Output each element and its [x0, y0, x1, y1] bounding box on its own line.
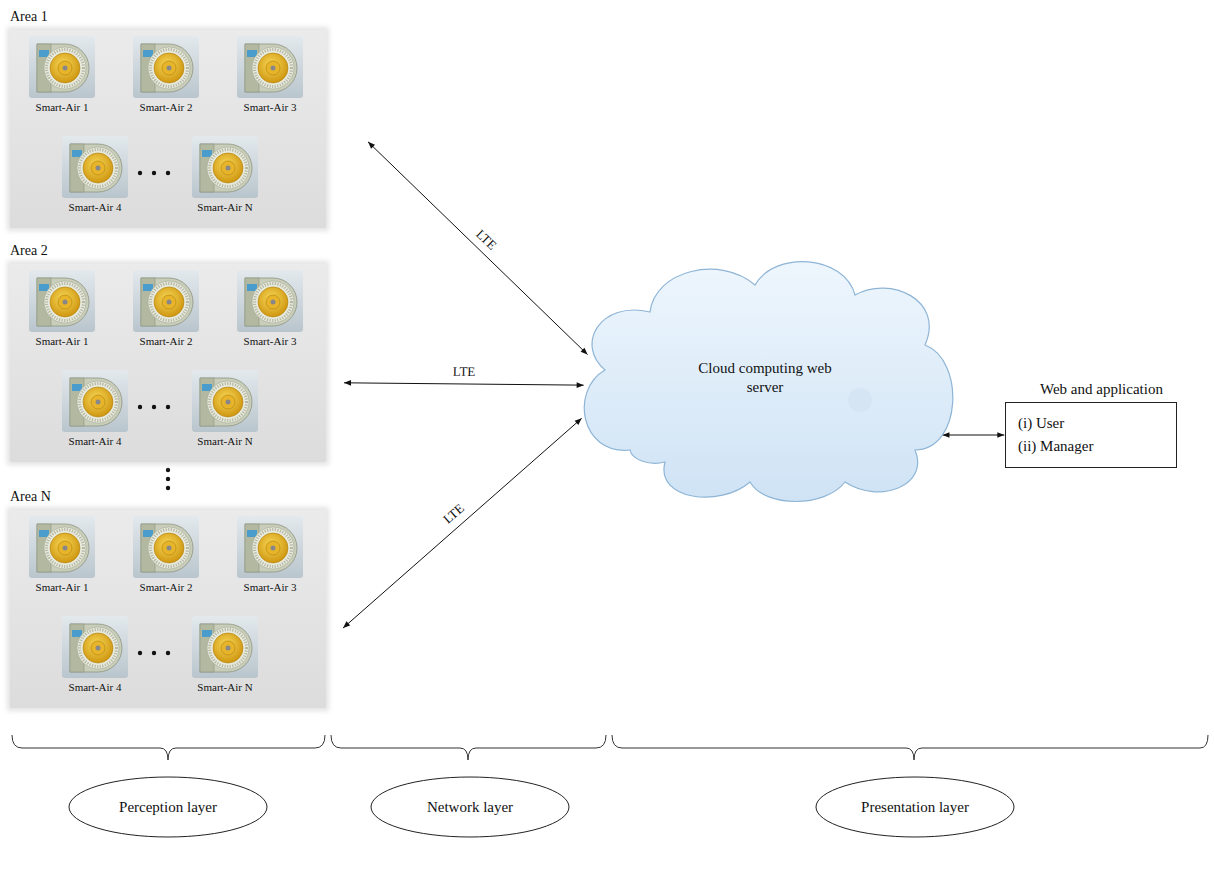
air-purifier-icon — [29, 36, 95, 98]
link-label: LTE — [451, 365, 478, 380]
smart-air-device: Smart-Air 1 — [22, 270, 102, 358]
device-label: Smart-Air N — [185, 681, 265, 693]
area-heading: Area 1 — [10, 9, 48, 25]
smart-air-device: Smart-Air 3 — [230, 270, 310, 358]
horizontal-ellipsis — [134, 168, 174, 178]
air-purifier-icon — [192, 136, 258, 198]
area-panel: Smart-Air 1 Smart-Air 2 Smart-Air 3 Smart-A… — [10, 264, 326, 462]
air-purifier-icon — [237, 36, 303, 98]
layer-label: Perception layer — [119, 798, 217, 816]
device-label: Smart-Air N — [185, 435, 265, 447]
vertical-ellipsis — [166, 468, 170, 490]
air-purifier-icon — [133, 516, 199, 578]
list-item: (ii) Manager — [1018, 435, 1164, 458]
horizontal-ellipsis — [134, 648, 174, 658]
air-purifier-icon — [192, 616, 258, 678]
device-label: Smart-Air 1 — [22, 101, 102, 113]
cloud-server: Cloud computing web server — [570, 250, 960, 505]
link-arrow — [368, 142, 588, 355]
link-label: LTE — [472, 225, 501, 254]
cloud-outline — [570, 250, 960, 505]
link-arrow — [343, 418, 582, 628]
device-label: Smart-Air 2 — [126, 335, 206, 347]
smart-air-device: Smart-Air 1 — [22, 36, 102, 124]
smart-air-device: Smart-Air 2 — [126, 36, 206, 124]
server-label: Cloud computing web server — [690, 359, 840, 397]
area-panel: Smart-Air 1 Smart-Air 2 Smart-Air 3 Smart-A… — [10, 510, 326, 708]
device-label: Smart-Air 3 — [230, 101, 310, 113]
smart-air-device: Smart-Air 3 — [230, 36, 310, 124]
area-heading: Area 2 — [10, 243, 48, 259]
smart-air-device: Smart-Air 4 — [55, 136, 135, 224]
air-purifier-icon — [133, 36, 199, 98]
smart-air-device: Smart-Air 3 — [230, 516, 310, 604]
application-box: Web and application(i) User(ii) Manager — [1005, 402, 1177, 468]
device-label: Smart-Air 4 — [55, 435, 135, 447]
list-item: (i) User — [1018, 412, 1164, 435]
layer-label: Network layer — [427, 798, 513, 816]
smart-air-device: Smart-Air 4 — [55, 616, 135, 704]
smart-air-device: Smart-Air 2 — [126, 516, 206, 604]
air-purifier-icon — [62, 616, 128, 678]
smart-air-device: Smart-Air N — [185, 616, 265, 704]
area-panel: Smart-Air 1 Smart-Air 2 Smart-Air 3 Smart-A… — [10, 30, 326, 228]
air-purifier-icon — [237, 270, 303, 332]
horizontal-ellipsis — [134, 402, 174, 412]
air-purifier-icon — [192, 370, 258, 432]
air-purifier-icon — [237, 516, 303, 578]
device-label: Smart-Air 4 — [55, 681, 135, 693]
layer-bracket — [12, 735, 1208, 760]
device-label: Smart-Air 1 — [22, 335, 102, 347]
air-purifier-icon — [133, 270, 199, 332]
device-label: Smart-Air N — [185, 201, 265, 213]
link-label: LTE — [440, 500, 469, 528]
smart-air-device: Smart-Air N — [185, 136, 265, 224]
device-label: Smart-Air 3 — [230, 335, 310, 347]
device-label: Smart-Air 3 — [230, 581, 310, 593]
smart-air-device: Smart-Air 1 — [22, 516, 102, 604]
device-label: Smart-Air 2 — [126, 101, 206, 113]
box-heading: Web and application — [1040, 378, 1163, 401]
air-purifier-icon — [62, 136, 128, 198]
area-heading: Area N — [10, 489, 51, 505]
layer-label: Presentation layer — [861, 798, 969, 816]
device-label: Smart-Air 4 — [55, 201, 135, 213]
layer-ellipse: Presentation layer — [815, 776, 1015, 838]
layer-ellipse: Network layer — [370, 776, 570, 838]
link-arrow — [344, 383, 584, 385]
device-label: Smart-Air 2 — [126, 581, 206, 593]
layer-ellipse: Perception layer — [68, 776, 268, 838]
smart-air-device: Smart-Air N — [185, 370, 265, 458]
smart-air-device: Smart-Air 4 — [55, 370, 135, 458]
air-purifier-icon — [29, 270, 95, 332]
air-purifier-icon — [62, 370, 128, 432]
air-purifier-icon — [29, 516, 95, 578]
link-arrow — [942, 435, 1004, 436]
smart-air-device: Smart-Air 2 — [126, 270, 206, 358]
device-label: Smart-Air 1 — [22, 581, 102, 593]
